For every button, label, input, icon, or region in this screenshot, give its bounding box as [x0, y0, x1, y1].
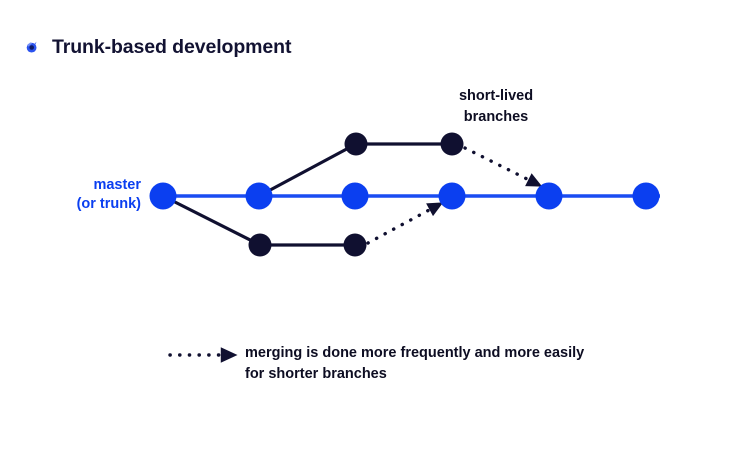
short-lived-branches-label: short-lived branches — [408, 86, 584, 128]
bottom-merge-arrow — [366, 201, 444, 245]
gem-diamond-icon — [26, 41, 37, 53]
branch-commit-node[interactable] — [344, 132, 368, 156]
legend-caption-line1: merging is done more frequently and more… — [245, 345, 585, 361]
legend-caption: merging is done more frequently and more… — [245, 343, 665, 385]
branch-commit-node[interactable] — [343, 233, 367, 257]
trunk-commit-node[interactable] — [149, 182, 177, 210]
trunk-commit-node[interactable] — [535, 182, 563, 210]
bottom-branch-fork-edge — [162, 194, 261, 247]
trunk-commit-nodes — [149, 182, 660, 210]
trunk-commit-node[interactable] — [438, 182, 466, 210]
master-branch-label: master (or trunk) — [0, 176, 141, 214]
top-merge-arrow — [463, 146, 543, 188]
slide-title-row: Trunk-based development — [24, 30, 291, 64]
branches-label-line1: short-lived — [458, 88, 534, 104]
trunk-commit-node[interactable] — [632, 182, 660, 210]
branch-commit-node[interactable] — [248, 233, 272, 257]
branch-commit-node[interactable] — [440, 132, 464, 156]
master-label-line1: master — [93, 177, 141, 193]
page-title: Trunk-based development — [52, 35, 292, 58]
trunk-commit-node[interactable] — [341, 182, 369, 210]
branch-edges — [162, 142, 452, 247]
master-label-line2: (or trunk) — [76, 196, 141, 212]
branch-commit-nodes — [248, 132, 464, 257]
trunk-commit-node[interactable] — [245, 182, 273, 210]
branches-label-line2: branches — [463, 109, 529, 125]
legend-caption-line2: for shorter branches — [245, 366, 387, 382]
top-branch-fork-edge — [258, 142, 357, 198]
